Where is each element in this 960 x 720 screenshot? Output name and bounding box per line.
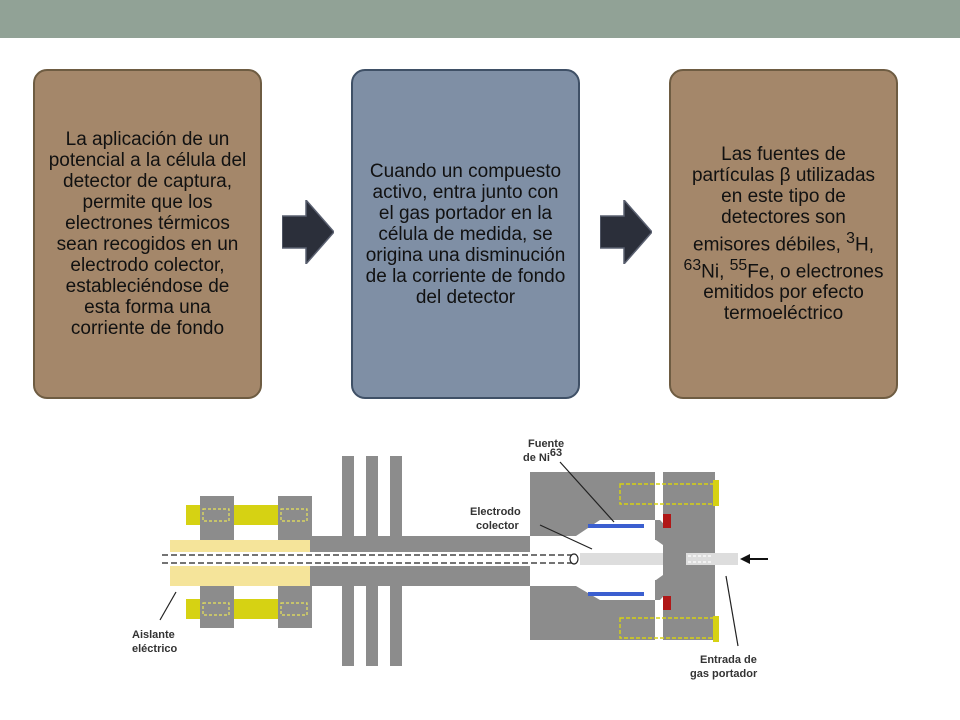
- ni63-source-bottom: [588, 592, 644, 596]
- label-entrada-line2: gas portador: [690, 668, 758, 680]
- right-cap: [619, 472, 738, 642]
- label-aislante-line2: eléctrico: [132, 643, 178, 655]
- seal-top: [663, 514, 671, 528]
- step-box-2-text: Cuando un compuesto activo, entra junto …: [365, 160, 566, 308]
- label-aislante-line1: Aislante: [132, 629, 175, 641]
- arrow-right-icon: [282, 200, 334, 264]
- seal-bottom: [663, 596, 671, 610]
- left-screws: [186, 505, 312, 619]
- leader-lines: [159, 461, 739, 647]
- step-box-1: La aplicación de un potencial a la célul…: [33, 69, 262, 399]
- step-box-2: Cuando un compuesto activo, entra junto …: [351, 69, 580, 399]
- step-box-3: Las fuentes de partículas β utilizadas e…: [669, 69, 898, 399]
- ecd-detector-diagram: Fuente de Ni63 Electrodo colector Aislan…: [132, 438, 768, 680]
- cooling-fins: [342, 456, 402, 666]
- cell-body: [530, 472, 690, 640]
- label-electrodo-line1: Electrodo: [470, 506, 521, 518]
- main-tube: [160, 536, 580, 586]
- label-electrodo-line2: colector: [476, 520, 520, 532]
- label-fuente-line2: de Ni63: [523, 447, 562, 464]
- ni63-source-top: [588, 524, 644, 528]
- label-entrada-line1: Entrada de: [700, 654, 757, 666]
- top-bar: [0, 0, 960, 38]
- label-fuente-line1: Fuente: [528, 438, 564, 450]
- gas-inlet-arrow-icon: [740, 554, 768, 564]
- step-box-1-text: La aplicación de un potencial a la célul…: [48, 129, 247, 339]
- step-box-3-text: Las fuentes de partículas β utilizadas e…: [683, 143, 884, 325]
- arrow-right-icon: [600, 200, 652, 264]
